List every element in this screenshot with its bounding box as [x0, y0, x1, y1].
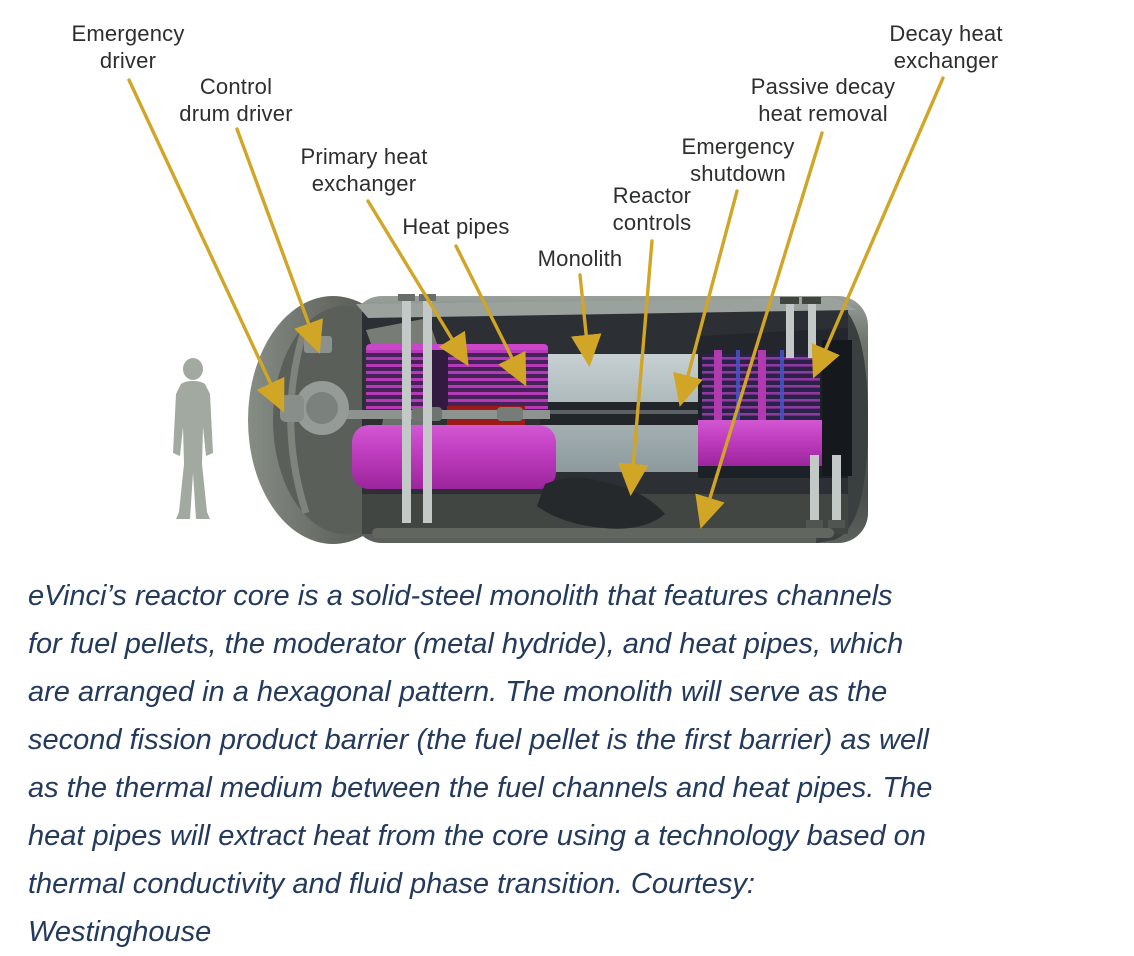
reactor-cutaway	[248, 294, 868, 544]
arrow-heat-pipes	[454, 244, 527, 387]
label-monolith: Monolith	[537, 246, 623, 271]
reactor-illustration	[127, 76, 945, 544]
heat-pipe-rods	[398, 294, 845, 528]
label-emergency-driver: Emergency driver	[71, 21, 185, 73]
label-decay-heat-exchanger: Decay heat exchanger	[889, 21, 1003, 73]
leader-arrows	[127, 76, 945, 529]
arrow-emergency-driver	[127, 78, 285, 413]
label-reactor-controls: Reactor controls	[612, 183, 692, 235]
label-control-drum-driver: Control drum driver	[179, 74, 293, 126]
arrow-primary-heat-exchanger	[366, 199, 469, 367]
label-passive-decay-heat-removal: Passive decay heat removal	[750, 74, 896, 126]
emergency-driver-hub	[280, 336, 349, 435]
reactor-diagram: Emergency driver Control drum driver Pri…	[71, 21, 1003, 544]
person-silhouette-icon	[173, 358, 213, 519]
arrow-emergency-shutdown	[673, 189, 739, 407]
label-heat-pipes: Heat pipes	[402, 214, 510, 239]
reactor-core-left	[336, 344, 556, 489]
label-primary-heat-exchanger: Primary heat exchanger	[300, 144, 428, 196]
label-emergency-shutdown: Emergency shutdown	[681, 134, 795, 186]
arrow-passive-decay-heat-removal	[695, 131, 824, 529]
figure-caption: eVinci’s reactor core is a solid-steel m…	[28, 580, 933, 948]
arrow-reactor-controls	[618, 239, 654, 497]
arrow-control-drum-driver	[235, 127, 323, 354]
arrow-decay-heat-exchanger	[811, 76, 945, 379]
arrow-monolith	[570, 273, 602, 368]
decay-heat-exchanger-block	[537, 328, 852, 529]
